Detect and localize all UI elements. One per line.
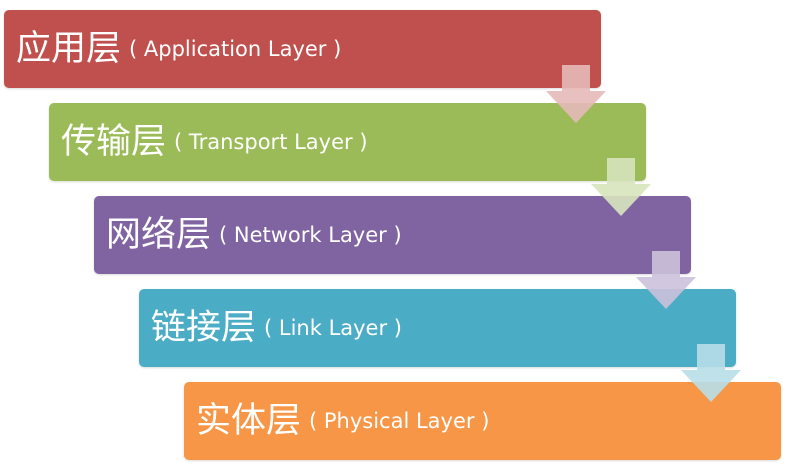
layer-physical-cn: 实体层 bbox=[196, 400, 302, 441]
layer-link: 链接层 ( Link Layer ) bbox=[139, 289, 736, 367]
layer-link-cn: 链接层 bbox=[151, 307, 257, 348]
layer-network: 网络层 ( Network Layer ) bbox=[94, 196, 691, 274]
down-arrow-icon bbox=[546, 65, 606, 123]
down-arrow-icon bbox=[636, 251, 696, 309]
layer-network-en: ( Network Layer ) bbox=[219, 222, 402, 247]
layer-physical-en: ( Physical Layer ) bbox=[309, 408, 490, 433]
layer-application-cn: 应用层 bbox=[16, 28, 122, 69]
layer-application: 应用层 ( Application Layer ) bbox=[4, 10, 601, 88]
layer-transport-en: ( Transport Layer ) bbox=[174, 129, 368, 154]
layer-physical: 实体层 ( Physical Layer ) bbox=[184, 382, 781, 460]
layer-transport-cn: 传输层 bbox=[61, 121, 167, 162]
layer-network-cn: 网络层 bbox=[106, 214, 212, 255]
down-arrow-icon bbox=[591, 158, 651, 216]
layer-transport: 传输层 ( Transport Layer ) bbox=[49, 103, 646, 181]
layer-link-en: ( Link Layer ) bbox=[264, 315, 402, 340]
layer-application-en: ( Application Layer ) bbox=[129, 36, 342, 61]
down-arrow-icon bbox=[681, 344, 741, 402]
